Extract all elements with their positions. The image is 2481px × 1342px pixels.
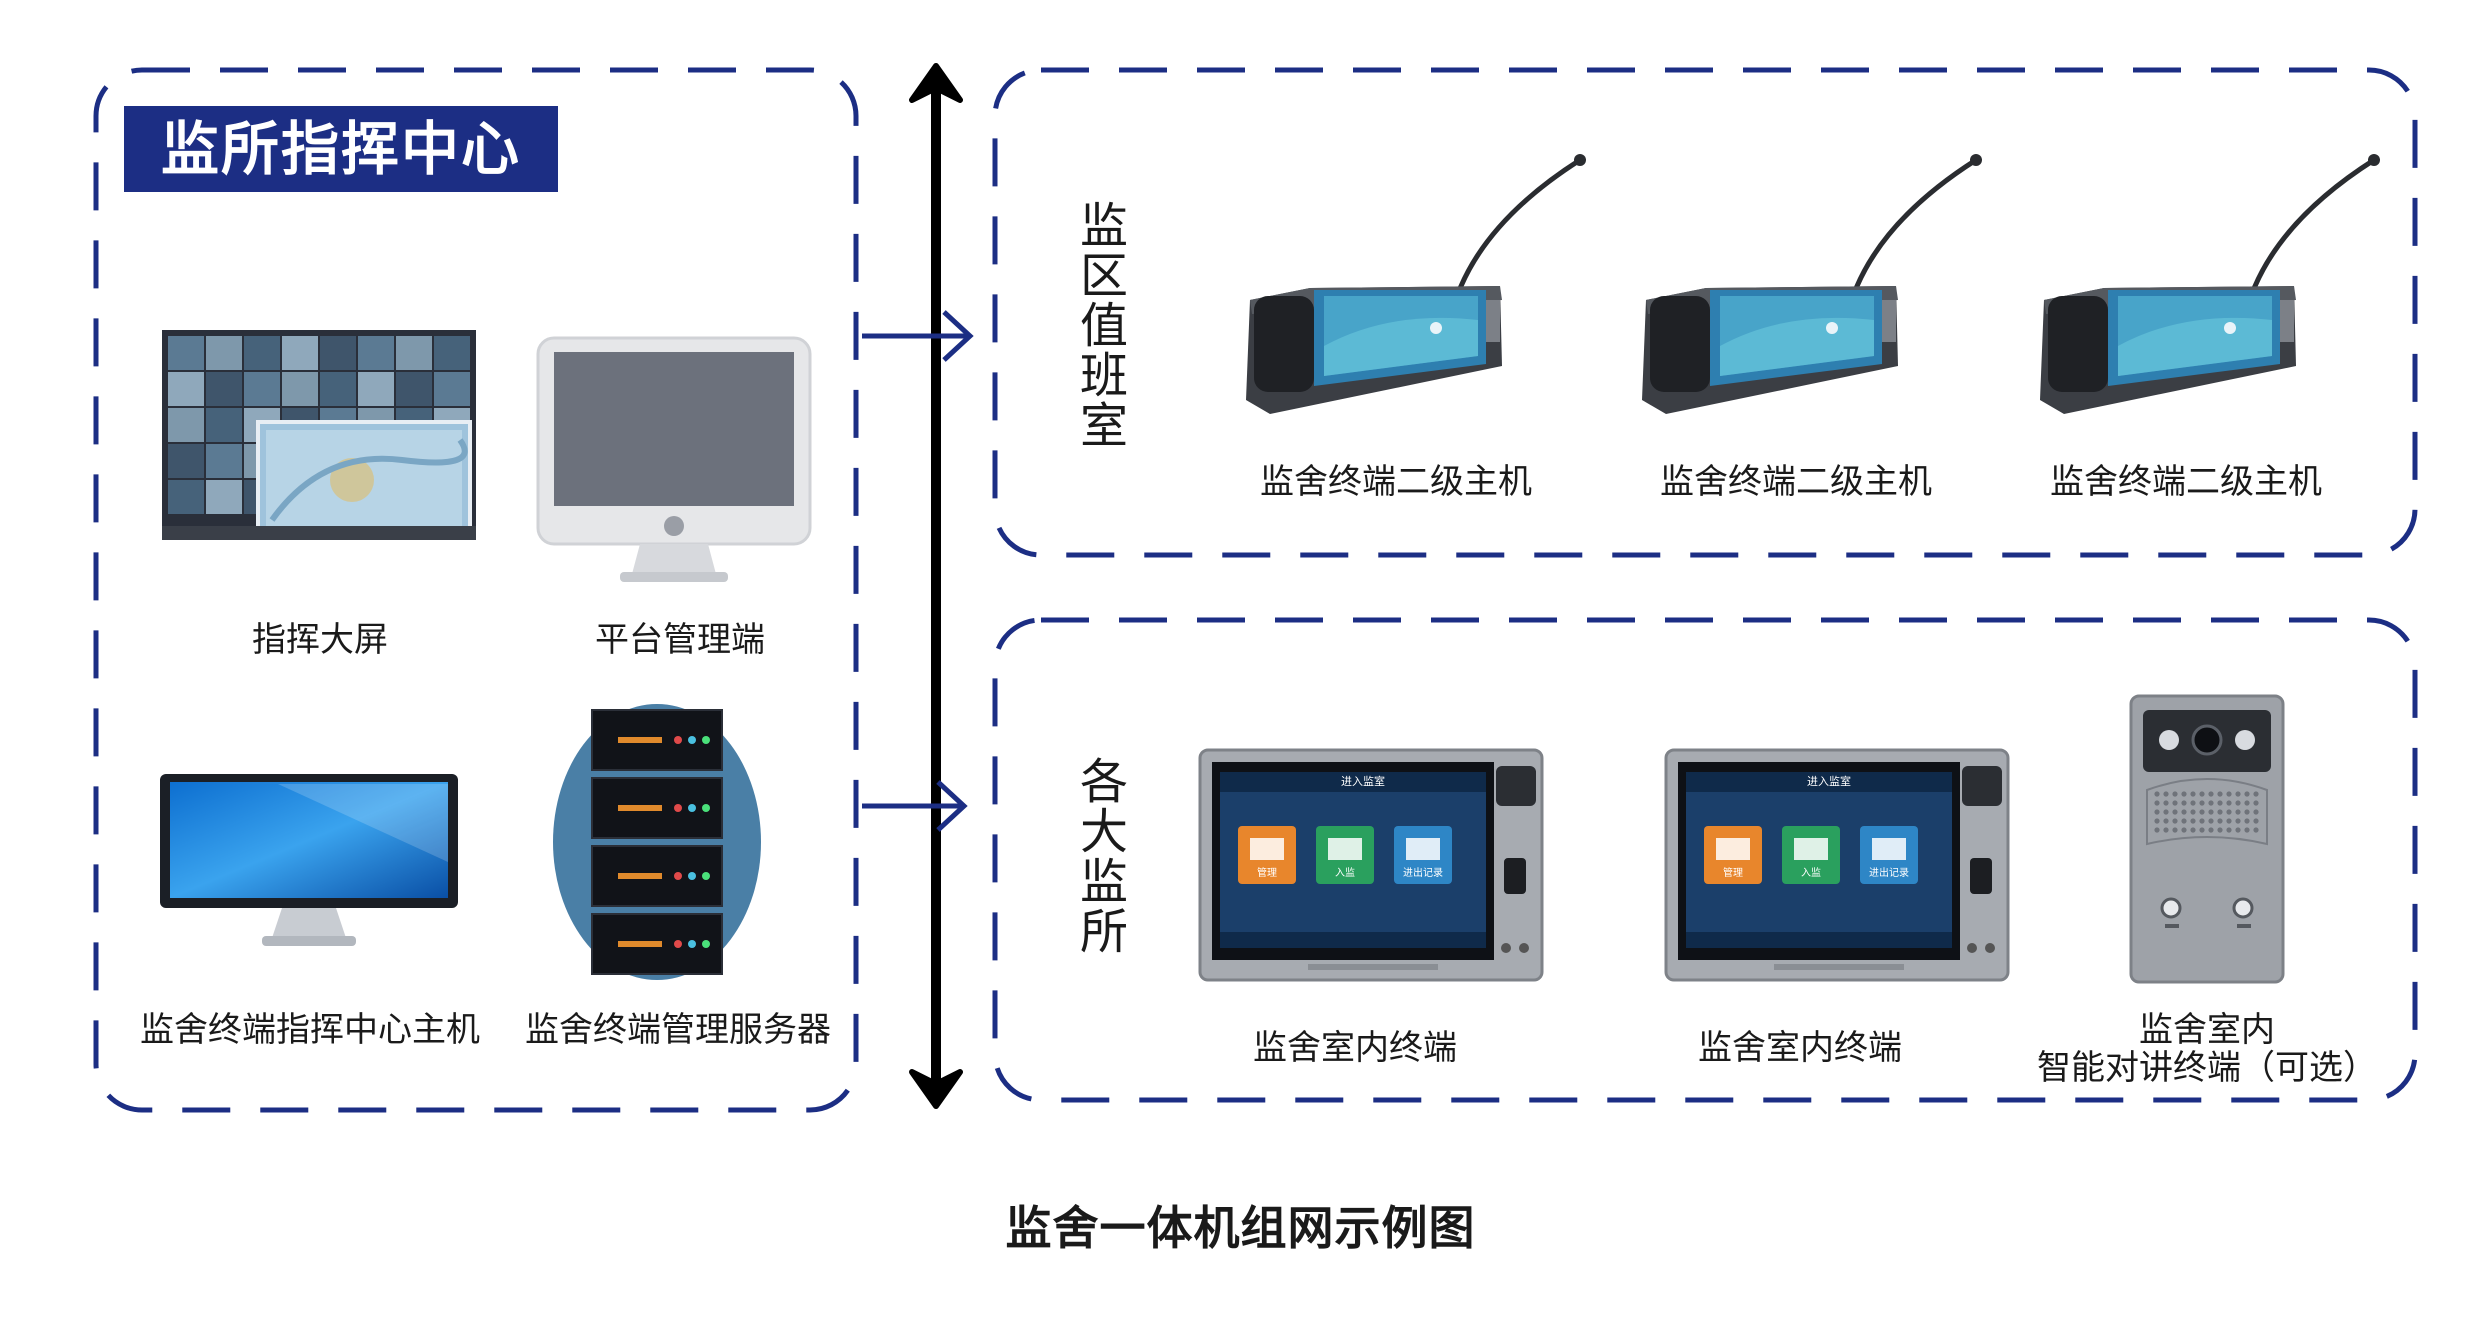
intercom-terminal-label-line2: 智能对讲终端（可选） (2037, 1048, 2377, 1088)
command-center-title: 监所指挥中心 (124, 106, 558, 192)
secondary-host-console-image (1240, 150, 1590, 420)
platform-management-label: 平台管理端 (595, 620, 765, 660)
intercom-terminal-label-line1: 监舍室内 (2139, 1010, 2275, 1050)
bus-arrow (909, 63, 963, 1109)
prisons-frame (992, 617, 2418, 1103)
duty-room-frame (992, 67, 2418, 558)
duty-room-title: 监区值班室 (1071, 200, 1127, 450)
indoor-terminal-label: 监舍室内终端 (1698, 1028, 1902, 1068)
secondary-host-console-image (1636, 150, 1986, 420)
secondary-host-label: 监舍终端二级主机 (1260, 462, 1532, 502)
screen-header-text: 进入监室 (1807, 775, 1851, 788)
indoor-terminal-image (1664, 748, 2010, 982)
screen-tile-label: 管理 (1257, 868, 1277, 879)
management-server-label: 监舍终端管理服务器 (525, 1010, 831, 1050)
indoor-terminal-image (1198, 748, 1544, 982)
screen-tile-label: 进出记录 (1869, 868, 1909, 879)
intercom-terminal-image (2129, 694, 2285, 984)
screen-tile-label: 管理 (1723, 868, 1743, 879)
platform-monitor-image (536, 336, 812, 586)
prisons-title: 各大监所 (1071, 756, 1127, 956)
indoor-terminal-label: 监舍室内终端 (1253, 1028, 1457, 1068)
command-big-screen-image (162, 330, 476, 540)
screen-tile-label: 进出记录 (1403, 868, 1443, 879)
command-host-monitor-image (158, 772, 460, 952)
screen-header-text: 进入监室 (1341, 775, 1385, 788)
screen-tile-label: 入监 (1801, 868, 1821, 879)
connector-arrow-duty-room (862, 310, 974, 362)
secondary-host-label: 监舍终端二级主机 (1660, 462, 1932, 502)
secondary-host-label: 监舍终端二级主机 (2050, 462, 2322, 502)
command-center-frame (93, 67, 859, 1113)
command-host-label: 监舍终端指挥中心主机 (140, 1010, 480, 1050)
secondary-host-console-image (2034, 150, 2384, 420)
command-big-screen-label: 指挥大屏 (252, 620, 388, 660)
diagram-caption: 监舍一体机组网示例图 (1005, 1201, 1476, 1255)
connector-arrow-prisons (862, 780, 968, 832)
management-server-image (552, 700, 762, 982)
screen-tile-label: 入监 (1335, 868, 1355, 879)
